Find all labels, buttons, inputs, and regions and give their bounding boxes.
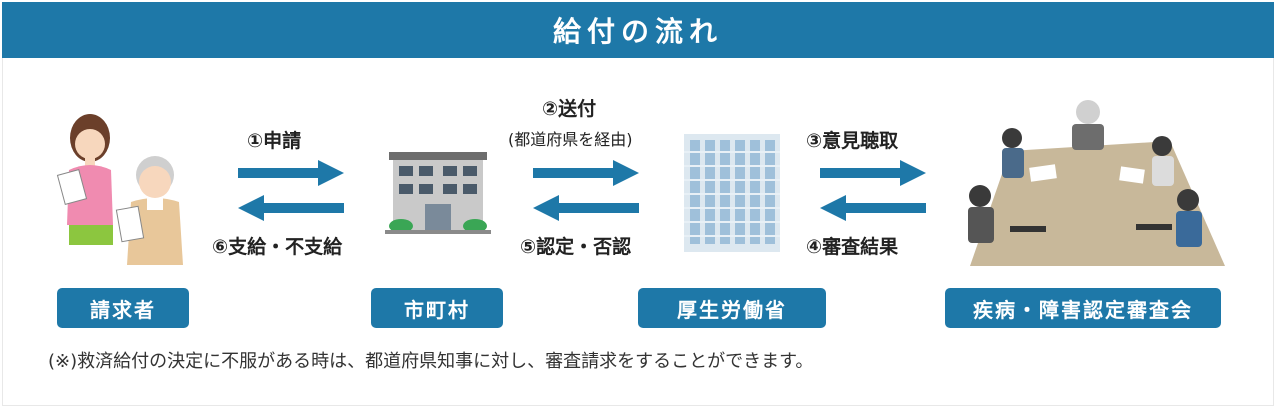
ministry-badge: 厚生労働省 [638, 288, 826, 328]
step-4-label: ④審査結果 [806, 236, 899, 258]
title-text: 給付の流れ [552, 15, 723, 48]
council-meeting-illustration [950, 96, 1230, 272]
council-badge: 疾病・障害認定審査会 [945, 288, 1221, 328]
arrow-left-result [820, 195, 926, 221]
step-3-label: ③意見聴取 [806, 130, 899, 152]
step-2-sublabel: (都道府県を経由) [508, 130, 633, 149]
applicant-label: 請求者 [90, 297, 156, 322]
municipality-badge: 市町村 [371, 288, 503, 328]
ministry-building-illustration [684, 134, 780, 252]
step-2-label: ②送付 [542, 98, 597, 120]
footnote: (※)救済給付の決定に不服がある時は、都道府県知事に対し、審査請求をすることがで… [48, 351, 814, 372]
arrow-right-send [533, 160, 639, 186]
arrow-left-payment [238, 195, 344, 221]
council-label: 疾病・障害認定審査会 [973, 297, 1193, 322]
ministry-label: 厚生労働省 [677, 297, 787, 322]
step-6-label: ⑥支給・不支給 [212, 236, 343, 258]
municipality-building-illustration [385, 148, 491, 234]
title-banner: 給付の流れ [2, 2, 1274, 58]
applicant-badge: 請求者 [57, 288, 189, 328]
municipality-label: 市町村 [404, 297, 470, 322]
step-5-label: ⑤認定・否認 [520, 236, 632, 258]
step-1-label: ①申請 [247, 130, 302, 152]
applicant-illustration [55, 100, 195, 270]
arrow-right-consult [820, 160, 926, 186]
arrow-right-apply [238, 160, 344, 186]
arrow-left-approval [533, 195, 639, 221]
